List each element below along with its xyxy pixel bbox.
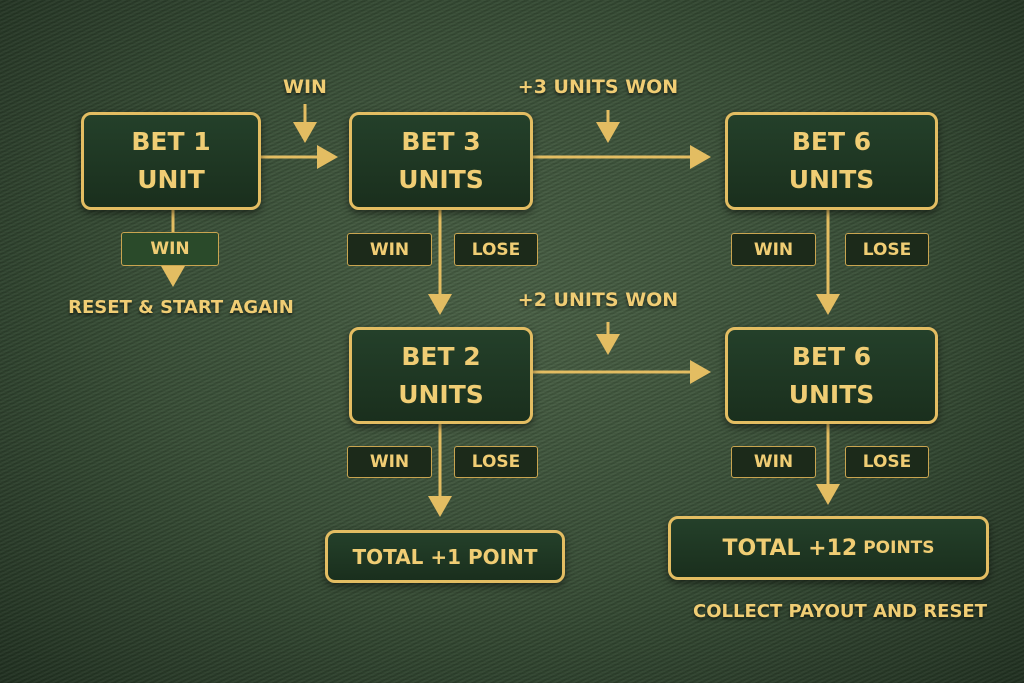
bet1-win: WIN	[121, 232, 219, 266]
bet3-win: WIN	[347, 233, 432, 266]
bet2-lose: LOSE	[454, 446, 538, 478]
label-plus2: +2 UNITS WON	[517, 289, 679, 311]
bet6-bottom-win: WIN	[731, 446, 816, 478]
bet2-win: WIN	[347, 446, 432, 478]
label-plus3: +3 UNITS WON	[517, 76, 679, 98]
total-1-point: TOTAL +1 POINT	[325, 530, 565, 583]
bet3-lose: LOSE	[454, 233, 538, 266]
bet6-top-lose: LOSE	[845, 233, 929, 266]
label-reset: RESET & START AGAIN	[68, 297, 294, 318]
label-collect: COLLECT PAYOUT AND RESET	[692, 601, 988, 622]
bet6-bottom-lose: LOSE	[845, 446, 929, 478]
label-win: WIN	[283, 76, 327, 98]
bet6-top-win: WIN	[731, 233, 816, 266]
